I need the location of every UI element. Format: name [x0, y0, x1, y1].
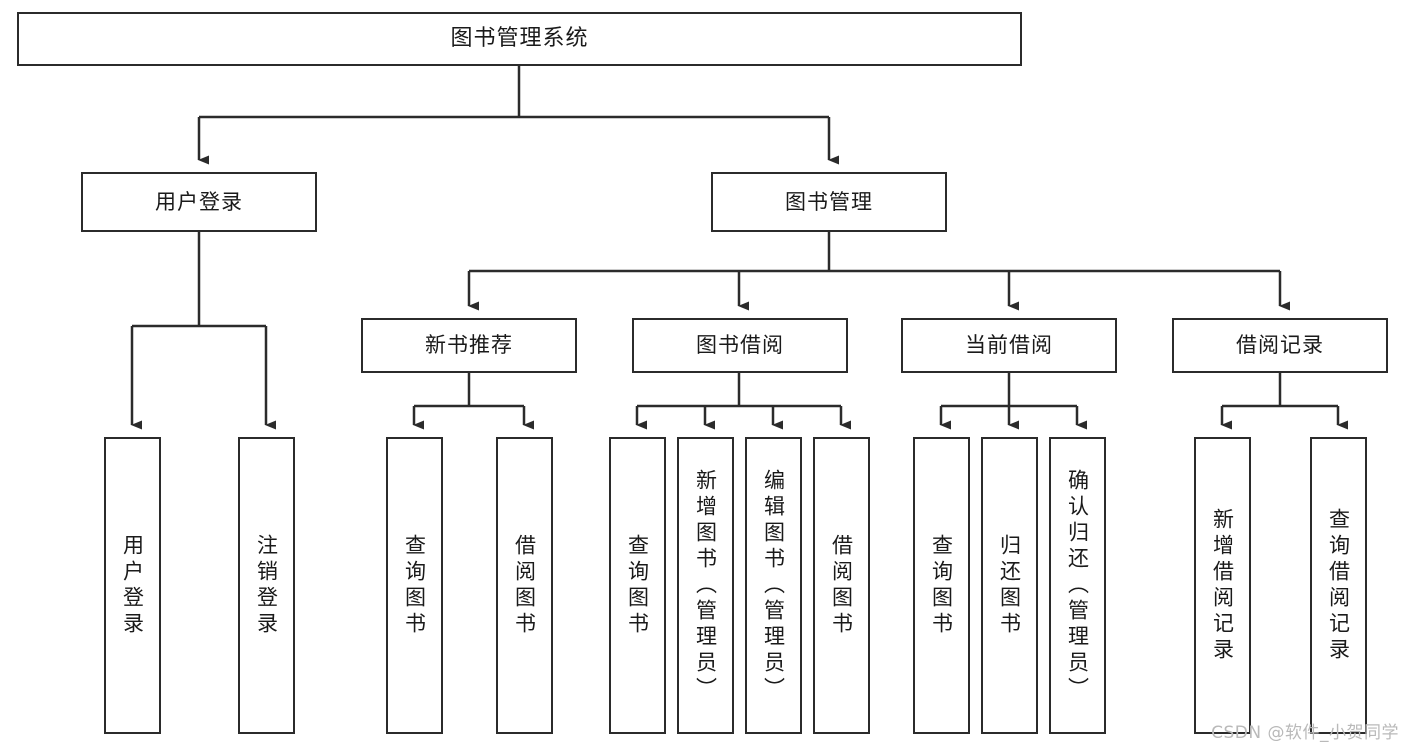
node-label: 图书管理系统: [450, 26, 589, 52]
node-label: 新增借阅记录: [1210, 507, 1235, 664]
node-label: 当前借阅: [965, 333, 1053, 358]
node-book-borrow[interactable]: 图书借阅: [632, 318, 848, 373]
node-label: 归还图书: [997, 533, 1022, 638]
node-label: 借阅记录: [1236, 333, 1324, 358]
leaf-query-borrow-record[interactable]: 查询借阅记录: [1310, 437, 1367, 734]
node-label: 用户登录: [120, 533, 145, 638]
node-label: 注销登录: [254, 533, 279, 638]
node-label: 查询借阅记录: [1326, 507, 1351, 664]
leaf-query-book-current[interactable]: 查询图书: [913, 437, 970, 734]
leaf-confirm-return-admin[interactable]: 确认归还（管理员）: [1049, 437, 1106, 734]
node-label: 编辑图书（管理员）: [761, 468, 786, 703]
leaf-borrow-book-recommend[interactable]: 借阅图书: [496, 437, 553, 734]
node-label: 新书推荐: [425, 333, 513, 358]
node-current-borrow[interactable]: 当前借阅: [901, 318, 1117, 373]
node-label: 新增图书（管理员）: [693, 468, 718, 703]
leaf-add-borrow-record[interactable]: 新增借阅记录: [1194, 437, 1251, 734]
leaf-user-login[interactable]: 用户登录: [104, 437, 161, 734]
leaf-logout[interactable]: 注销登录: [238, 437, 295, 734]
leaf-return-book[interactable]: 归还图书: [981, 437, 1038, 734]
node-new-book-recommend[interactable]: 新书推荐: [361, 318, 577, 373]
node-root-book-management-system[interactable]: 图书管理系统: [17, 12, 1022, 66]
leaf-query-book-recommend[interactable]: 查询图书: [386, 437, 443, 734]
csdn-watermark: CSDN @软件_小贺同学: [1211, 723, 1399, 743]
node-label: 查询图书: [625, 533, 650, 638]
node-book-management[interactable]: 图书管理: [711, 172, 947, 232]
leaf-borrow-book[interactable]: 借阅图书: [813, 437, 870, 734]
node-label: 图书管理: [785, 189, 873, 214]
node-label: 查询图书: [929, 533, 954, 638]
leaf-query-book[interactable]: 查询图书: [609, 437, 666, 734]
node-borrow-record[interactable]: 借阅记录: [1172, 318, 1388, 373]
node-label: 借阅图书: [512, 533, 537, 638]
node-label: 查询图书: [402, 533, 427, 638]
node-label: 借阅图书: [829, 533, 854, 638]
leaf-edit-book-admin[interactable]: 编辑图书（管理员）: [745, 437, 802, 734]
node-user-login[interactable]: 用户登录: [81, 172, 317, 232]
leaf-add-book-admin[interactable]: 新增图书（管理员）: [677, 437, 734, 734]
node-label: 图书借阅: [696, 333, 784, 358]
node-label: 确认归还（管理员）: [1065, 468, 1090, 703]
node-label: 用户登录: [155, 189, 243, 214]
